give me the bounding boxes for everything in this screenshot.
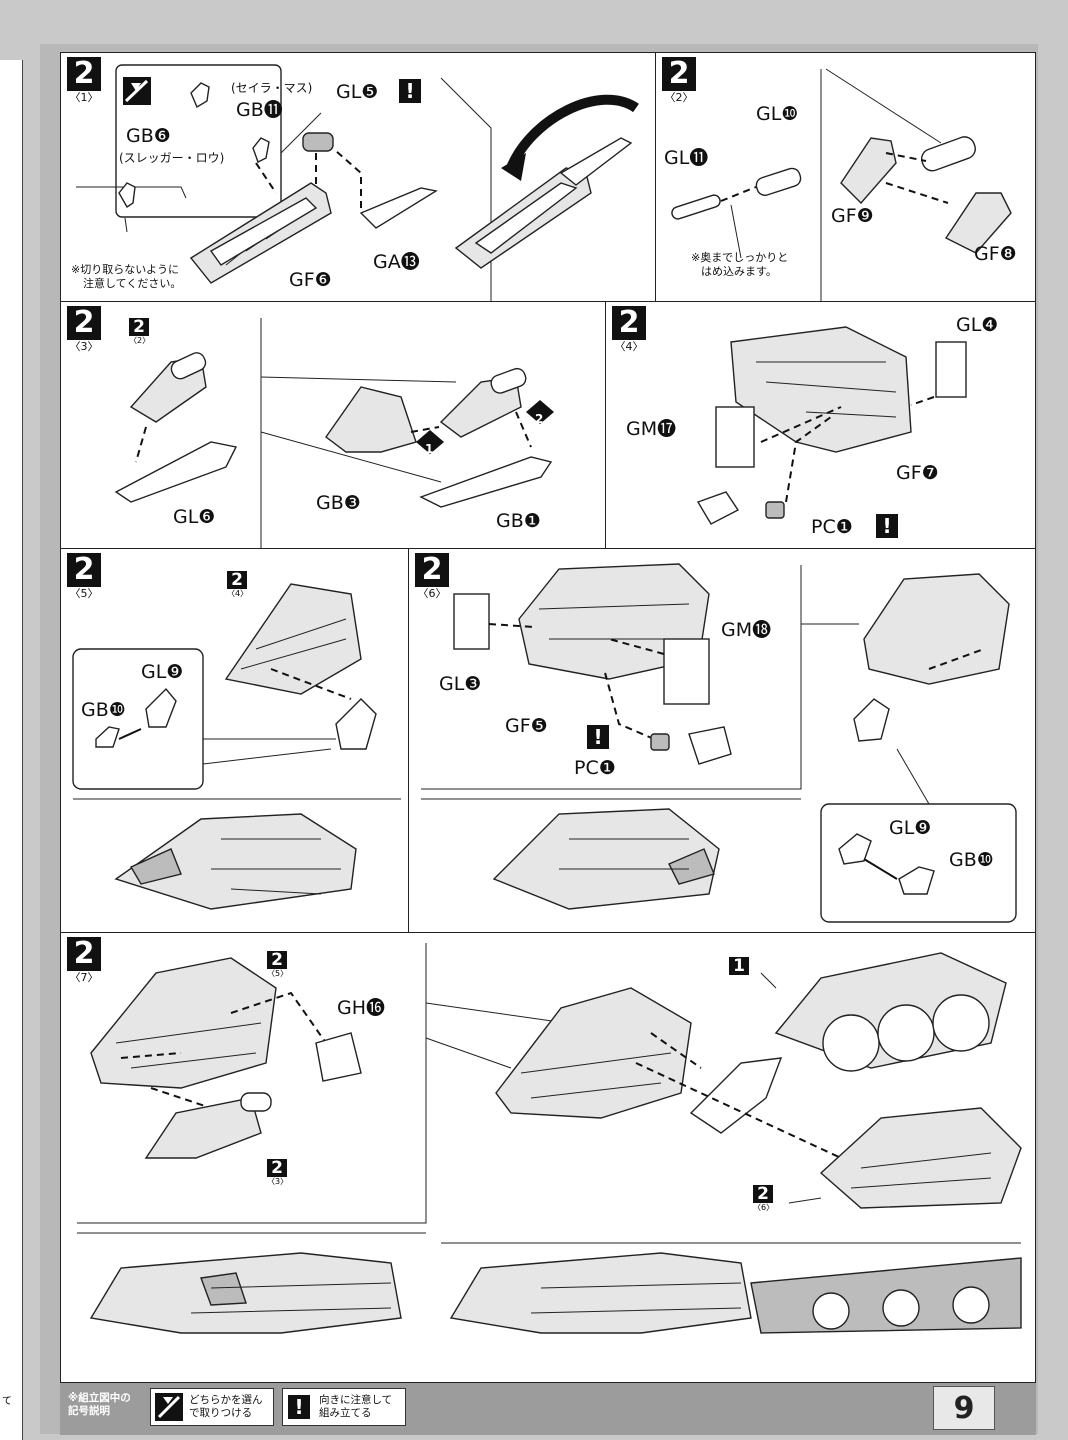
label-gl10: GL❿ <box>756 103 799 125</box>
step-2-3-svg <box>114 318 554 550</box>
label-pc1: PC❶ <box>574 757 616 779</box>
step-2-4-svg <box>696 326 967 525</box>
label-gf5: GF❺ <box>505 715 548 737</box>
step-2-4-panel: 2 〈4〉 GL❹ GM⓱ GF❼ PC❶ ! <box>605 301 1036 549</box>
direction-warning-icon: ! <box>288 1395 310 1419</box>
label-gb1: GB❶ <box>496 510 541 532</box>
step-2-6-panel: 2 〈6〉 GM⓲ GL❸ GF❺ ! PC❶ GL❾ GB❿ <box>408 548 1036 933</box>
label-gb10: GB❿ <box>81 699 126 721</box>
choose-icon <box>155 1393 183 1421</box>
direction-warning-icon: ! <box>876 514 898 538</box>
label-gb6: GB❻ <box>126 125 171 147</box>
step-badge: 2 〈7〉 <box>67 937 101 984</box>
note-cut-1: ※切り取らないように <box>71 263 179 276</box>
legend-choose: どちらかを選ん で取りつける <box>150 1388 274 1426</box>
step-2-2-panel: 2 〈2〉 GL❿ GL⓫ GF❾ GF❽ ※奥までしっかりと はめ込みます。 <box>655 52 1036 303</box>
step-badge: 2 〈4〉 <box>612 306 646 353</box>
label-gf6: GF❻ <box>289 269 332 291</box>
note-insert-2: はめ込みます。 <box>701 265 777 278</box>
label-gm18: GM⓲ <box>721 619 772 641</box>
left-margin-strip <box>0 60 23 1440</box>
ref-step-2-3: 2 〈3〉 <box>267 1158 289 1186</box>
note-cut-2: 注意してください。 <box>83 277 182 290</box>
step-badge: 2 〈1〉 <box>67 57 101 104</box>
label-gb10-inset: GB❿ <box>949 849 994 871</box>
page-number: 9 <box>933 1386 995 1430</box>
step-2-5-panel: 2 〈5〉 2 〈4〉 GL❾ GB❿ <box>60 548 409 933</box>
label-ga13: GA⓭ <box>373 251 420 273</box>
step-badge: 2 〈2〉 <box>662 57 696 104</box>
callout-1: 1 <box>425 442 434 456</box>
left-edge-text: て <box>2 1396 12 1407</box>
ref-step-2-2: 2 〈2〉 <box>129 317 151 345</box>
step-badge: 2 〈5〉 <box>67 553 101 600</box>
label-gl11: GL⓫ <box>664 147 709 169</box>
legend-direction-line2: 組み立てる <box>319 1407 372 1419</box>
step-2-5-svg <box>72 583 401 910</box>
note-insert-1: ※奥までしっかりと <box>691 251 789 264</box>
callout-2: 2 <box>535 412 544 426</box>
step-2-1-panel: 2 〈1〉 (セイラ・マス) GB⓫ GL❺ ! GB❻ <box>60 52 656 303</box>
legend-direction: ! 向きに注意して 組み立てる <box>282 1388 406 1426</box>
label-sleggar: (スレッガー・ロウ) <box>119 151 225 165</box>
ref-step-2-4: 2 〈4〉 <box>227 570 249 598</box>
label-gm17: GM⓱ <box>626 418 677 440</box>
label-gh16: GH⓰ <box>337 997 386 1019</box>
label-gb11: GB⓫ <box>236 99 283 121</box>
step-2-2-svg <box>671 68 1012 303</box>
label-pc1: PC❶ <box>811 516 853 538</box>
choice-inset-svg <box>76 64 639 303</box>
direction-warning-icon: ! <box>587 725 609 749</box>
label-gl6: GL❻ <box>173 506 216 528</box>
step-2-3-panel: 2 〈3〉 2 〈2〉 1 2 GL❻ GB❸ GB❶ <box>60 301 606 550</box>
step-badge: 2 〈6〉 <box>415 553 449 600</box>
label-gl9: GL❾ <box>141 661 184 683</box>
legend-choose-line2: で取りつける <box>189 1407 253 1419</box>
label-gl9-inset: GL❾ <box>889 817 932 839</box>
step-2-6-svg <box>421 563 1017 923</box>
label-seira: (セイラ・マス) <box>231 81 313 95</box>
legend-direction-line1: 向きに注意して <box>319 1394 393 1406</box>
label-gf9: GF❾ <box>831 205 874 227</box>
direction-warning-icon: ! <box>399 79 421 103</box>
ref-step-2-6: 2 〈6〉 <box>753 1184 775 1212</box>
label-gf8: GF❽ <box>974 243 1017 265</box>
label-gl5: GL❺ <box>336 81 379 103</box>
step-2-7-svg <box>77 943 1022 1334</box>
label-gf7: GF❼ <box>896 462 939 484</box>
label-gb3: GB❸ <box>316 492 361 514</box>
step-2-7-panel: 2 〈7〉 2 〈5〉 2 〈3〉 1 2 〈6〉 <box>60 932 1036 1383</box>
ref-step-1: 1 <box>729 957 749 975</box>
legend-choose-line1: どちらかを選ん <box>189 1394 263 1406</box>
step-badge: 2 〈3〉 <box>67 306 101 353</box>
label-gl4: GL❹ <box>956 314 999 336</box>
legend-title: ※組立図中の 記号説明 <box>68 1392 131 1417</box>
ref-step-2-5: 2 〈5〉 <box>267 950 289 978</box>
label-gl3: GL❸ <box>439 673 482 695</box>
